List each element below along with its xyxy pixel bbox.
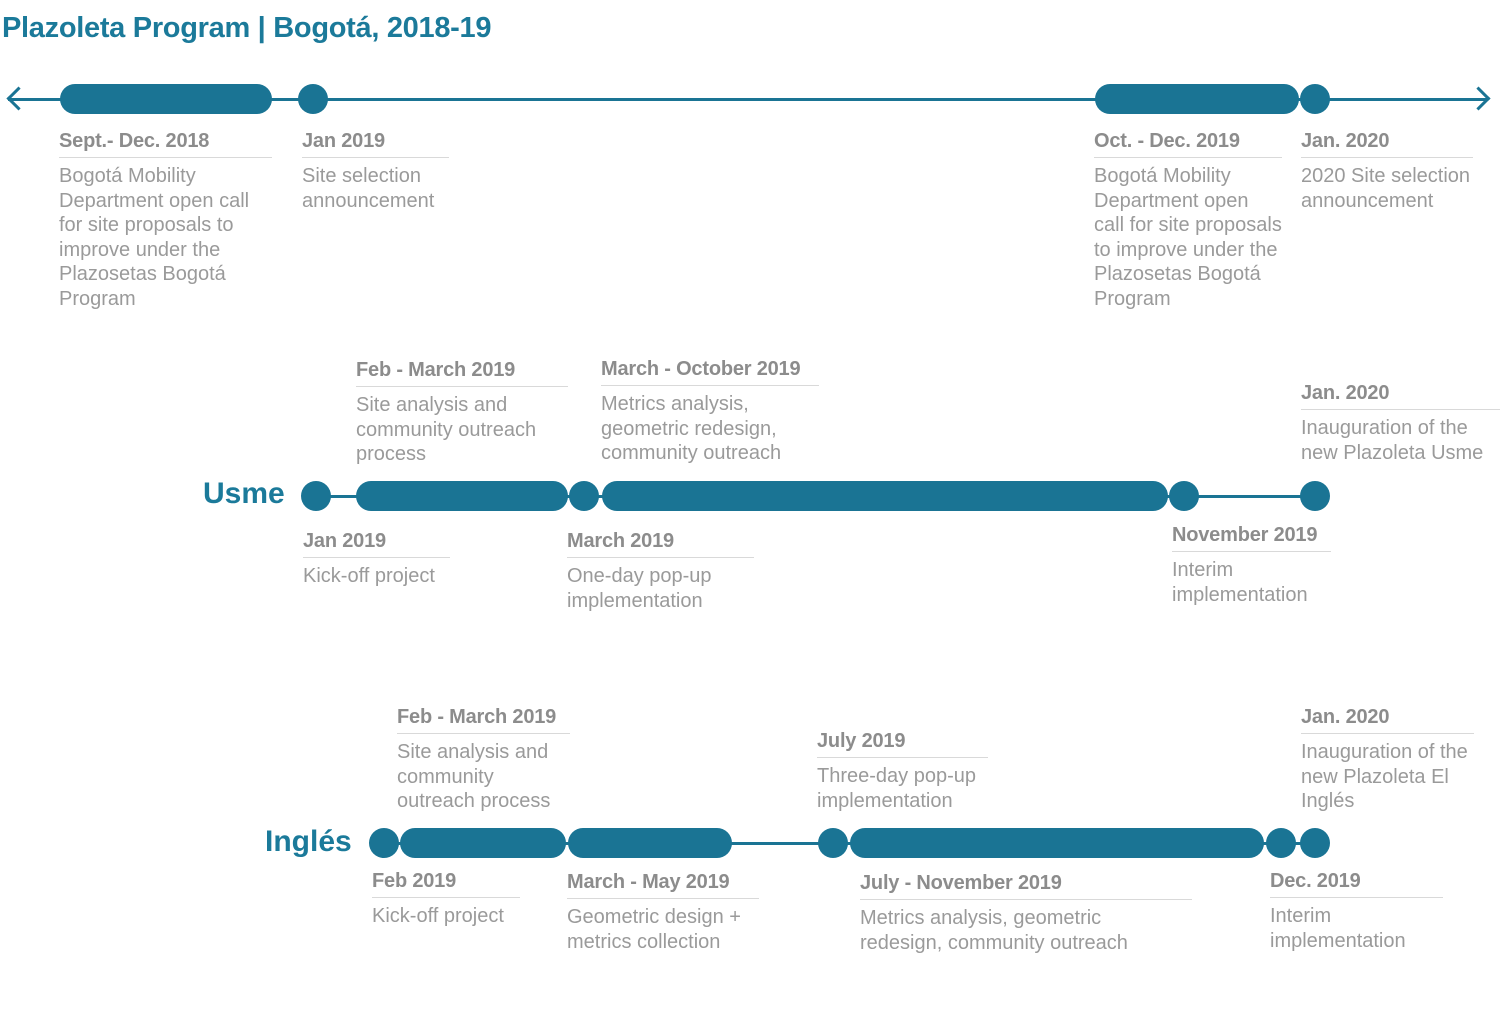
- event-date: Jan. 2020: [1301, 130, 1390, 152]
- arrow-right-icon: [1466, 86, 1491, 111]
- event: Jan. 2020 2020 Site selection announcemen…: [1301, 129, 1493, 213]
- event-text: Bogotá Mobility Department open call for…: [1094, 165, 1282, 310]
- event-text: Metrics analysis, geometric redesign, co…: [601, 393, 782, 464]
- event-date: March - May 2019: [567, 871, 730, 893]
- event-text: Geometric design + metrics collection: [567, 906, 741, 953]
- milestone-dot: [1300, 828, 1330, 858]
- event-date: Feb - March 2019: [356, 359, 516, 381]
- ingles-label: Inglés: [265, 825, 352, 858]
- event-date: Feb 2019: [372, 870, 457, 892]
- milestone-dot: [1169, 481, 1199, 511]
- event-date: Jan 2019: [303, 530, 386, 552]
- period-bar: [400, 828, 566, 858]
- milestone-dot: [569, 481, 599, 511]
- milestone-dot: [818, 828, 848, 858]
- arrow-left-icon: [6, 86, 31, 111]
- event-text: Bogotá Mobility Department open call for…: [59, 165, 250, 310]
- event-date: Jan. 2020: [1301, 706, 1390, 728]
- milestone-dot: [301, 481, 331, 511]
- event-text: Metrics analysis, geometric redesign, co…: [860, 907, 1128, 954]
- event-date: Feb - March 2019: [397, 706, 557, 728]
- event-date: Oct. - Dec. 2019: [1094, 130, 1240, 152]
- event-text: Three-day pop-up implementation: [817, 765, 976, 812]
- event-text: Kick-off project: [372, 905, 504, 927]
- event-text: Inauguration of the new Plazoleta Usme: [1301, 417, 1484, 464]
- event-date: Jan 2019: [302, 130, 385, 152]
- period-bar: [602, 481, 1168, 511]
- event-date: March 2019: [567, 530, 674, 552]
- event-date: July 2019: [817, 730, 906, 752]
- event-text: Interim implementation: [1172, 559, 1308, 606]
- page-title: Plazoleta Program | Bogotá, 2018-19: [2, 12, 492, 44]
- event-date: July - November 2019: [860, 872, 1062, 894]
- milestone-dot: [298, 84, 328, 114]
- period-bar: [850, 828, 1264, 858]
- milestone-dot: [369, 828, 399, 858]
- event-date: November 2019: [1172, 524, 1318, 546]
- event-text: 2020 Site selection announcement: [1301, 165, 1471, 212]
- event-text: One-day pop-up implementation: [567, 565, 712, 612]
- event-date: Dec. 2019: [1270, 870, 1361, 892]
- milestone-dot: [1266, 828, 1296, 858]
- event-text: Site analysis and community outreach pro…: [356, 394, 537, 465]
- usme-label: Usme: [203, 477, 285, 510]
- event-date: Jan. 2020: [1301, 382, 1390, 404]
- event-date: Sept.- Dec. 2018: [59, 130, 210, 152]
- period-bar: [1095, 84, 1299, 114]
- milestone-dot: [1300, 481, 1330, 511]
- period-bar: [60, 84, 272, 114]
- event-text: Kick-off project: [303, 565, 435, 587]
- event-text: Inauguration of the new Plazoleta El Ing…: [1301, 741, 1468, 812]
- period-bar: [356, 481, 568, 511]
- event-text: Interim implementation: [1270, 905, 1406, 952]
- period-bar: [568, 828, 732, 858]
- milestone-dot: [1300, 84, 1330, 114]
- timeline-axis: [8, 98, 1488, 101]
- event-text: Site selection announcement: [302, 165, 435, 212]
- event-text: Site analysis and community outreach pro…: [397, 741, 551, 812]
- event-date: March - October 2019: [601, 358, 801, 380]
